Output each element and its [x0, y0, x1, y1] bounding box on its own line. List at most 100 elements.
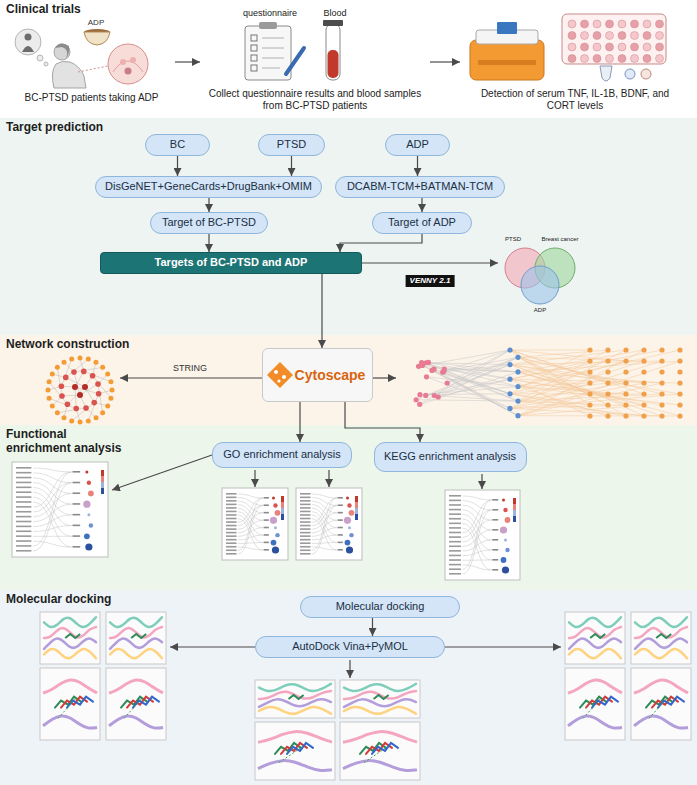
protein-structure-part — [569, 627, 621, 638]
network-circle-illustration-part — [86, 357, 91, 362]
plate-wells-part — [593, 32, 601, 40]
enrichment-chart-part — [226, 500, 237, 502]
enrichment-chart-part — [513, 504, 516, 510]
network-circle-illustration-part — [77, 392, 83, 398]
binding-site-closeup — [40, 668, 100, 740]
enrichment-chart-part — [449, 555, 461, 557]
enrichment-chart-part — [72, 503, 80, 505]
software-logo: Cytoscape — [262, 348, 373, 402]
box-label: Molecular docking — [336, 600, 425, 613]
process-box: DCABM-TCM+BATMAN-TCM — [335, 176, 505, 198]
protein-structure-part — [44, 617, 96, 627]
network-graph-illustration-part — [605, 413, 610, 418]
network-graph-illustration-part — [587, 402, 592, 407]
enrichment-chart-part — [222, 488, 288, 560]
enrichment-chart-part — [33, 472, 71, 507]
band-fill — [0, 590, 697, 785]
network-graph-illustration-part — [423, 393, 428, 398]
network-graph-illustration-part — [447, 350, 510, 383]
plate-wells-part — [656, 43, 664, 51]
enrichment-chart-part — [87, 481, 91, 485]
network-graph-illustration-part — [417, 402, 422, 407]
enrichment-chart-part — [88, 491, 94, 497]
protein-structure-part — [374, 695, 389, 699]
detection-illustration-part — [497, 22, 517, 34]
cytoscape-logo-part — [262, 348, 372, 402]
network-graph-illustration-part — [416, 364, 421, 369]
binding-site-closeup-part — [364, 746, 388, 762]
section-band: Network constructionCytoscape — [0, 335, 697, 425]
enrichment-chart-part — [501, 557, 507, 563]
enrichment-chart-part — [492, 529, 498, 531]
enrichment-chart-part — [492, 559, 498, 561]
questionnaire-blood-illustration-part — [286, 48, 304, 74]
enrichment-chart-part — [33, 504, 71, 522]
process-box: Molecular docking — [300, 596, 460, 618]
layout-arrows-part — [349, 660, 350, 678]
enrichment-chart — [12, 462, 108, 557]
enrichment-chart-part — [492, 549, 498, 551]
plate-wells-part — [643, 55, 651, 63]
network-graph-illustration-part — [444, 369, 518, 372]
plate-wells — [568, 20, 664, 63]
network-circle-illustration-part — [100, 410, 105, 415]
network-circle-illustration-part — [61, 359, 71, 386]
network-circle-illustration-part — [69, 357, 74, 362]
questionnaire-blood-illustration-part — [251, 35, 257, 41]
binding-site-closeup-part — [565, 668, 625, 740]
protein-structure-part — [110, 617, 162, 627]
network-graph-illustration-part — [507, 377, 512, 382]
enrichment-chart-part — [272, 497, 275, 500]
layout-arrows-part — [254, 470, 255, 487]
enrichment-chart-part — [226, 525, 237, 527]
network-graph-illustration-part — [424, 374, 429, 379]
enrichment-chart-part — [312, 498, 337, 550]
enrichment-chart-part — [16, 521, 31, 523]
venn-set-label: ADP — [525, 307, 555, 314]
network-graph-illustration-part — [659, 369, 664, 374]
enrichment-chart-part — [345, 540, 351, 546]
caption-text: BC-PTSD patients taking ADP — [8, 92, 175, 104]
network-graph-illustration-part — [623, 413, 628, 418]
binding-site-closeup-part — [343, 761, 417, 771]
enrichment-chart-part — [338, 519, 343, 521]
binding-site-closeup-part — [258, 732, 332, 743]
enrichment-chart-part — [72, 471, 80, 473]
section-title: Functional enrichment analysis — [6, 428, 131, 456]
patient-illustration-part — [125, 68, 132, 75]
section-band: Molecular dockingMolecular dockingAutoDo… — [0, 590, 697, 785]
enrichment-chart-part — [101, 470, 104, 476]
network-circle-illustration-part — [47, 379, 52, 384]
enrichment-chart-part — [226, 546, 237, 548]
enrichment-chart-part — [449, 568, 461, 570]
enrichment-chart-part — [463, 560, 492, 561]
network-circle-illustration-part — [96, 391, 102, 397]
box-label: Target of BC-PTSD — [162, 216, 256, 229]
enrichment-chart-part — [503, 508, 507, 512]
binding-site-closeup-part — [255, 722, 335, 780]
enrichment-chart-part — [264, 549, 269, 551]
network-graph-illustration-part — [518, 383, 662, 416]
patient-illustration-part — [52, 61, 86, 88]
enrichment-chart-part — [85, 543, 92, 550]
enrichment-chart-part — [226, 507, 237, 509]
illustration-group: questionnaireBloodCollect questionnaire … — [200, 4, 430, 114]
network-graph-illustration-part — [659, 380, 664, 385]
enrichment-chart-part — [264, 542, 269, 544]
network-graph-illustration-part — [510, 350, 626, 408]
network-graph-illustration-part — [659, 358, 664, 363]
enrichment-chart-part — [300, 535, 311, 537]
network-graph-illustration-part — [659, 347, 664, 352]
enrichment-chart-part — [281, 508, 284, 514]
protein-structure — [565, 612, 625, 664]
network-graph-illustration-part — [510, 361, 590, 379]
flow-arrow — [430, 61, 460, 62]
enrichment-chart-part — [300, 542, 311, 544]
flow-arrow — [208, 198, 209, 212]
questionnaire-blood-illustration-part — [328, 50, 339, 78]
enrichment-chart-part — [16, 550, 31, 552]
network-circle-illustration-part — [59, 393, 65, 399]
flow-arrow — [345, 402, 420, 442]
enrichment-chart-part — [264, 527, 269, 529]
